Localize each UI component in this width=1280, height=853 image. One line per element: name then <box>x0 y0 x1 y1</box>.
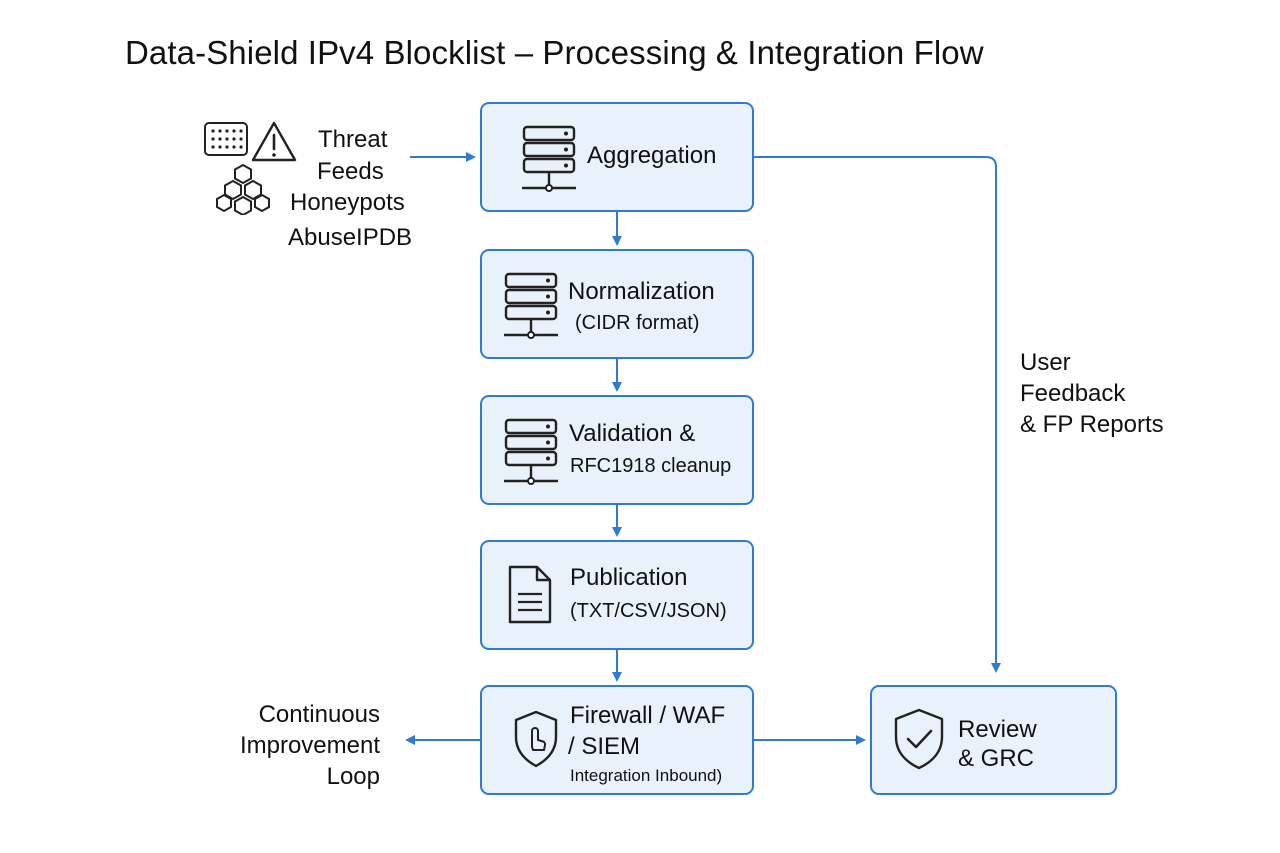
publication-box: Publication (TXT/CSV/JSON) <box>480 540 754 650</box>
normalization-box: Normalization (CIDR format) <box>480 249 754 359</box>
server-icon <box>504 272 558 339</box>
page-title: Data-Shield IPv4 Blocklist – Processing … <box>125 34 984 71</box>
integration-title: Firewall / WAF <box>570 702 726 729</box>
source-abuseipdb: AbuseIPDB <box>288 224 413 251</box>
server-icon <box>522 125 576 192</box>
server-icon <box>504 418 558 485</box>
validation-title: Validation & <box>569 420 696 447</box>
review-title-2: & GRC <box>958 745 1035 772</box>
integration-detail: Integration Inbound) <box>570 766 723 785</box>
publication-title: Publication <box>570 564 688 591</box>
integration-box: Firewall / WAF / SIEM Integration Inboun… <box>480 685 754 795</box>
honeycomb-icon <box>216 163 270 215</box>
document-icon <box>508 565 552 624</box>
feedback-label: User Feedback & FP Reports <box>1020 347 1164 440</box>
loop-label-line: Improvement <box>239 732 380 759</box>
loop-label: Continuous Improvement Loop <box>218 699 380 792</box>
source-honeypots: Honeypots <box>290 189 405 216</box>
aggregation-title: Aggregation <box>587 142 717 169</box>
loop-label-line: Continuous <box>258 701 380 728</box>
review-title: Review <box>958 716 1037 743</box>
source-threat: Threat <box>318 126 388 153</box>
feedback-label-line: & FP Reports <box>1020 411 1164 438</box>
shield-check-icon <box>894 708 944 770</box>
source-feeds: Feeds <box>317 158 384 185</box>
threat-feed-grid-icon <box>204 122 248 156</box>
review-box: Review & GRC <box>870 685 1117 795</box>
loop-label-line: Loop <box>326 763 380 790</box>
feedback-label-line: User <box>1020 349 1071 376</box>
arrow-feedback-to-review <box>753 156 1001 673</box>
publication-detail: (TXT/CSV/JSON) <box>570 600 727 622</box>
integration-title-2: / SIEM <box>568 733 641 760</box>
normalization-title: Normalization <box>568 278 715 305</box>
validation-detail: RFC1918 cleanup <box>570 455 732 477</box>
aggregation-box: Aggregation <box>480 102 754 212</box>
normalization-detail: (CIDR format) <box>575 312 700 334</box>
warning-icon <box>251 121 297 162</box>
feedback-label-line: Feedback <box>1020 380 1126 407</box>
validation-box: Validation & RFC1918 cleanup <box>480 395 754 505</box>
shield-hand-icon <box>514 710 558 768</box>
